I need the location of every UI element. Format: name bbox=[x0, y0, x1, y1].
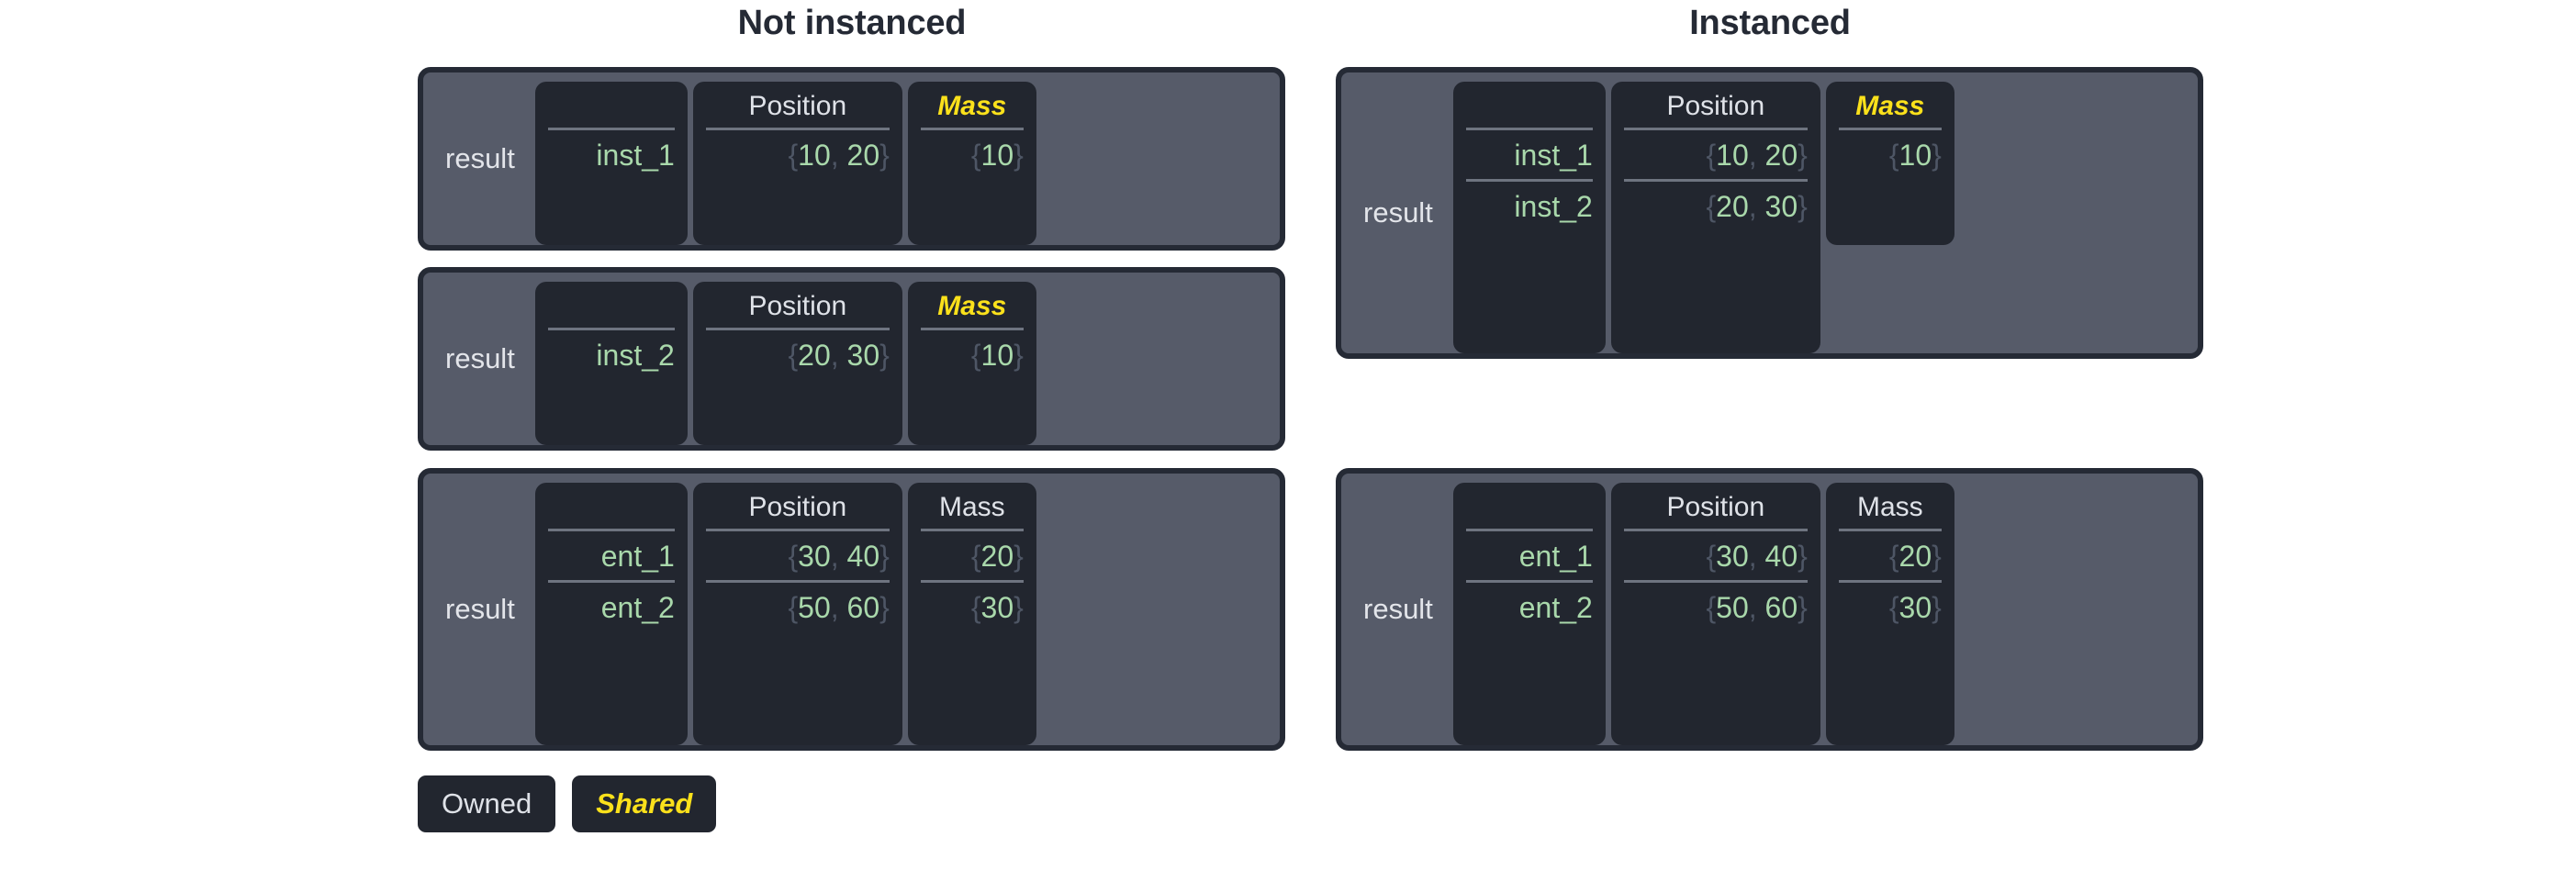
column-header-position: Position bbox=[1666, 91, 1765, 121]
archetype-owner-label: result bbox=[1363, 593, 1433, 625]
component-column-entity: inst_2 bbox=[534, 282, 688, 445]
component-column-position: Position {10, 20} bbox=[692, 82, 902, 245]
table-cell-entity: ent_2 bbox=[547, 579, 675, 631]
table-cell-entity: inst_1 bbox=[547, 128, 675, 179]
archetype-table: result ent_1 ent_2 Position {30, 40} {50… bbox=[418, 468, 1285, 751]
archetype-table: result inst_1 Position {10, 20} Mass {10… bbox=[418, 67, 1285, 251]
component-column-mass: Mass {10} bbox=[907, 282, 1036, 445]
legend: Owned Shared bbox=[418, 775, 717, 832]
column-header-position: Position bbox=[1666, 492, 1765, 522]
column-header-entity bbox=[1466, 89, 1593, 128]
table-cell-position: {30, 40} bbox=[705, 529, 890, 580]
component-column-entity: inst_1 inst_2 bbox=[1452, 82, 1606, 353]
table-cell-position: {30, 40} bbox=[1623, 529, 1808, 580]
table-cell-mass: {10} bbox=[920, 128, 1024, 179]
column-header-mass: Mass bbox=[937, 91, 1007, 121]
component-columns: inst_1 inst_2 Position {10, 20} {20, 30}… bbox=[1452, 82, 2189, 353]
component-columns: inst_2 Position {20, 30} Mass {10} bbox=[534, 282, 1271, 445]
table-cell-position: {50, 60} bbox=[705, 579, 890, 631]
column-header-position: Position bbox=[748, 291, 847, 321]
table-cell-mass: {10} bbox=[1838, 128, 1942, 179]
column-header-entity bbox=[548, 289, 675, 328]
table-cell-position: {50, 60} bbox=[1623, 579, 1808, 631]
archetype-owner-label: result bbox=[445, 142, 515, 174]
legend-chip-owned: Owned bbox=[418, 775, 556, 832]
component-column-position: Position {30, 40} {50, 60} bbox=[1610, 483, 1820, 745]
archetype-owner-label: result bbox=[1363, 196, 1433, 229]
component-column-entity: ent_1 ent_2 bbox=[1452, 483, 1606, 745]
column-header-entity bbox=[1466, 490, 1593, 529]
archetype-table: result inst_2 Position {20, 30} Mass {10… bbox=[418, 267, 1285, 451]
table-cell-mass: {30} bbox=[1838, 579, 1942, 631]
column-header-mass: Mass bbox=[1856, 492, 1923, 522]
table-cell-entity: ent_1 bbox=[547, 529, 675, 580]
column-header-mass: Mass bbox=[938, 492, 1005, 522]
archetype-owner-label: result bbox=[445, 342, 515, 374]
column-header-position: Position bbox=[748, 492, 847, 522]
table-cell-mass: {10} bbox=[920, 328, 1024, 379]
component-column-position: Position {10, 20} {20, 30} bbox=[1610, 82, 1820, 353]
legend-chip-shared: Shared bbox=[572, 775, 717, 832]
component-column-mass-shared: Mass {10} bbox=[1825, 82, 1954, 245]
archetype-owner-label: result bbox=[445, 593, 515, 625]
component-column-mass: Mass {20} {30} bbox=[907, 483, 1036, 745]
table-cell-mass: {20} bbox=[1838, 529, 1942, 580]
table-cell-position: {10, 20} bbox=[1623, 128, 1808, 179]
table-cell-entity: ent_2 bbox=[1465, 579, 1593, 631]
component-columns: inst_1 Position {10, 20} Mass {10} bbox=[534, 82, 1271, 245]
column-header-mass: Mass bbox=[1855, 91, 1925, 121]
component-column-entity: ent_1 ent_2 bbox=[534, 483, 688, 745]
column-heading-instanced: Instanced bbox=[1689, 4, 1851, 42]
column-header-entity bbox=[548, 89, 675, 128]
component-column-mass: Mass {10} bbox=[907, 82, 1036, 245]
table-cell-entity: inst_2 bbox=[1465, 178, 1593, 230]
component-columns: ent_1 ent_2 Position {30, 40} {50, 60} M… bbox=[534, 483, 1271, 745]
table-cell-entity: inst_1 bbox=[1465, 128, 1593, 179]
component-column-entity: inst_1 bbox=[534, 82, 688, 245]
component-column-mass: Mass {20} {30} bbox=[1825, 483, 1954, 745]
column-header-mass: Mass bbox=[937, 291, 1007, 321]
component-columns: ent_1 ent_2 Position {30, 40} {50, 60} M… bbox=[1452, 483, 2189, 745]
table-cell-entity: inst_2 bbox=[547, 328, 675, 379]
table-cell-position: {10, 20} bbox=[705, 128, 890, 179]
component-column-position: Position {30, 40} {50, 60} bbox=[692, 483, 902, 745]
table-cell-entity: ent_1 bbox=[1465, 529, 1593, 580]
archetype-table: result ent_1 ent_2 Position {30, 40} {50… bbox=[1336, 468, 2203, 751]
column-heading-not-instanced: Not instanced bbox=[737, 4, 967, 42]
column-header-entity bbox=[548, 490, 675, 529]
column-header-position: Position bbox=[748, 91, 847, 121]
table-cell-mass: {20} bbox=[920, 529, 1024, 580]
archetype-table: result inst_1 inst_2 Position {10, 20} {… bbox=[1336, 67, 2203, 359]
table-cell-mass: {30} bbox=[920, 579, 1024, 631]
table-cell-position: {20, 30} bbox=[705, 328, 890, 379]
component-column-position: Position {20, 30} bbox=[692, 282, 902, 445]
table-cell-position: {20, 30} bbox=[1623, 178, 1808, 230]
